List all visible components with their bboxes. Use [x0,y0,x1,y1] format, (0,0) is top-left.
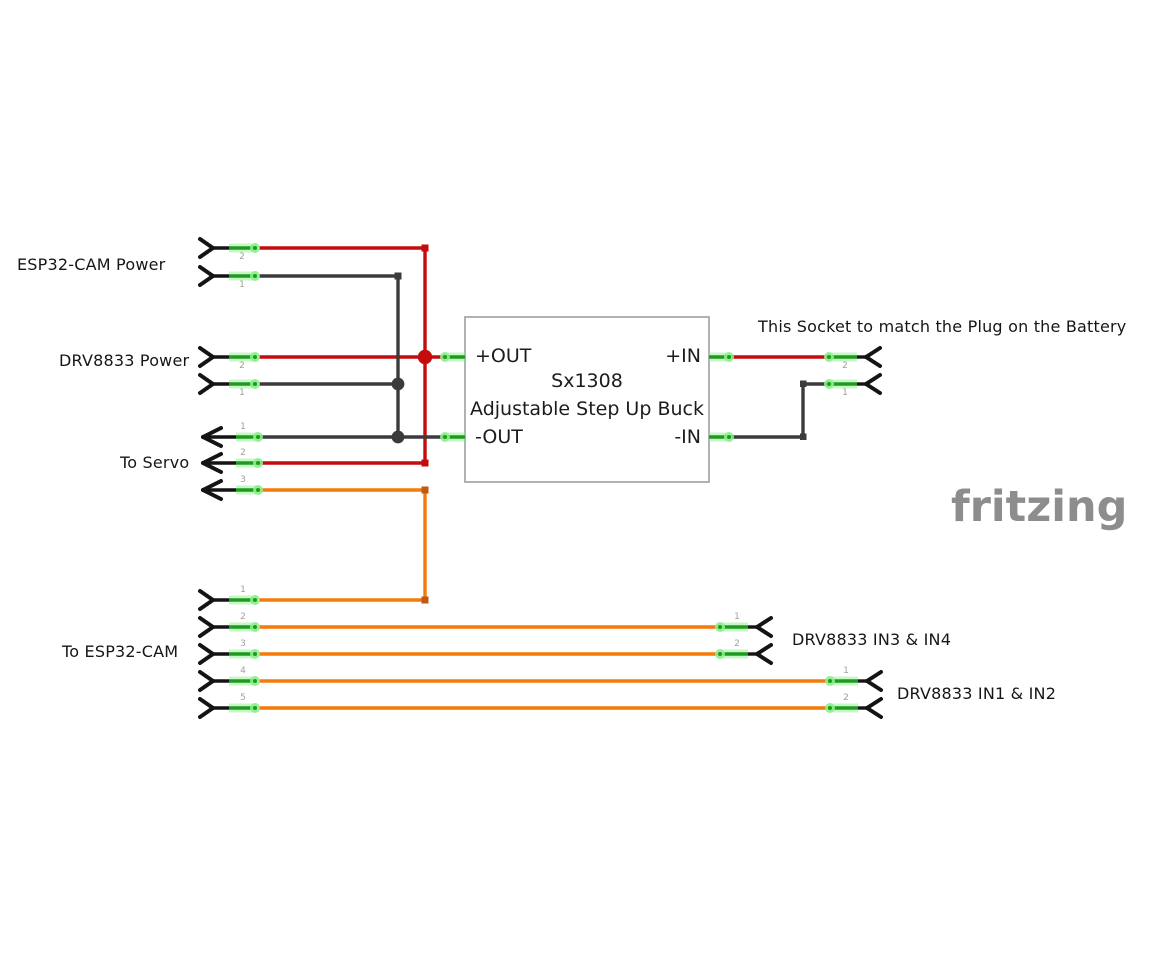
label-drv8833-power[interactable]: DRV8833 Power [59,351,190,370]
pin-end-glow [253,679,257,683]
pin-number-drv8833_power-1: 1 [239,388,245,398]
connector-graphic [198,652,215,665]
wire-negative-inneg-to-battery[interactable] [731,382,829,439]
pin-end-glow [253,382,257,386]
pin-number-battery_socket-1: 1 [842,388,848,398]
wire-signal-servo-to-esp32cam[interactable] [259,488,427,602]
junction-negative [391,430,405,444]
connector-graphic [198,643,215,656]
pin-end-glow [253,706,257,710]
pin-number-esp32_cam_power-1: 1 [239,280,245,290]
pin-number-drv8833_in34-1: 2 [734,639,740,649]
connector-graphic [755,643,773,656]
pin-end-glow [256,461,260,465]
module-sx1308-box[interactable] [464,316,710,483]
pin-end-glow [256,435,260,439]
bend-point [421,596,429,604]
label-battery-socket-note[interactable]: This Socket to match the Plug on the Bat… [758,317,1127,336]
fritzing-logo: fritzing [951,482,1128,532]
pin-number-battery_socket-0: 2 [842,361,848,371]
connector-graphic [198,355,215,368]
pin-number-drv8833_in34-0: 1 [734,612,740,622]
pin-end-glow [253,625,257,629]
connector-graphic [755,625,773,638]
bend-point [421,486,429,494]
connector-graphic [864,373,882,386]
label-to-servo[interactable]: To Servo [120,453,190,472]
label-to-esp32-cam[interactable]: To ESP32-CAM [62,642,179,661]
connector-graphic [864,382,882,395]
label-drv8833-in1-in2[interactable]: DRV8833 IN1 & IN2 [897,684,1057,703]
pin-number-to_esp32_cam-3: 4 [240,666,246,676]
connector-graphic [198,246,215,259]
connector-layer [198,237,883,719]
pin-number-to_servo-2: 3 [240,475,246,485]
module-pin-label-outpos: +OUT [475,345,532,367]
pin-end-glow [253,652,257,656]
pin-end-glow [253,274,257,278]
pin-number-to_servo-0: 1 [240,422,246,432]
bend-point [800,433,807,440]
connector-graphic [198,670,215,683]
pin-number-to_servo-1: 2 [240,448,246,458]
module-pin-label-inpos: +IN [665,345,701,367]
bend-point [394,272,402,280]
pin-number-drv8833_power-0: 2 [239,361,245,371]
connector-graphic [755,652,773,665]
connector-graphic [198,697,215,710]
connector-graphic [198,598,215,611]
label-drv8833-in3-in4[interactable]: DRV8833 IN3 & IN4 [792,630,952,649]
module-description: Adjustable Step Up Buck [470,398,704,420]
connector-graphic [198,382,215,395]
pin-end-glow [718,625,722,629]
connector-graphic [198,616,215,629]
pin-end-glow [727,355,731,359]
connector-graphic [198,625,215,638]
junction-positive [417,349,433,365]
pin-end-glow [253,246,257,250]
connector-graphic [198,274,215,287]
pin-end-glow [253,598,257,602]
connector-graphic [198,679,215,692]
pin-number-esp32_cam_power-0: 2 [239,252,245,262]
connector-graphic [198,237,215,250]
pin-end-glow [443,355,447,359]
junction-negative [391,377,405,391]
connector-graphic [198,589,215,602]
connector-graphic [865,679,883,692]
connector-graphic [198,373,215,386]
module-name: Sx1308 [551,370,623,392]
module-pin-label-outneg: -OUT [475,426,523,448]
connector-graphic [198,265,215,278]
connector-graphic [198,706,215,719]
pin-number-drv8833_in12-0: 1 [843,666,849,676]
pin-end-glow [443,435,447,439]
connector-graphic [864,355,882,368]
bend-point [421,244,429,252]
bend-point [800,380,807,387]
pin-end-glow [828,706,832,710]
pin-end-glow [828,679,832,683]
pin-number-to_esp32_cam-1: 2 [240,612,246,622]
pin-end-glow [718,652,722,656]
pin-end-glow [256,488,260,492]
pin-end-glow [827,355,831,359]
connector-graphic [865,697,883,710]
connector-graphic [864,346,882,359]
pin-number-to_esp32_cam-4: 5 [240,693,246,703]
pin-number-to_esp32_cam-2: 3 [240,639,246,649]
pin-end-glow [727,435,731,439]
pin-number-to_esp32_cam-0: 1 [240,585,246,595]
connector-graphic [198,346,215,359]
connector-graphic [865,670,883,683]
module-pin-label-inneg: -IN [674,426,701,448]
pin-end-glow [253,355,257,359]
label-esp32-cam-power[interactable]: ESP32-CAM Power [17,255,166,274]
pin-end-glow [827,382,831,386]
connector-graphic [755,616,773,629]
pin-number-drv8833_in12-1: 2 [843,693,849,703]
bend-point [421,459,429,467]
connector-graphic [865,706,883,719]
